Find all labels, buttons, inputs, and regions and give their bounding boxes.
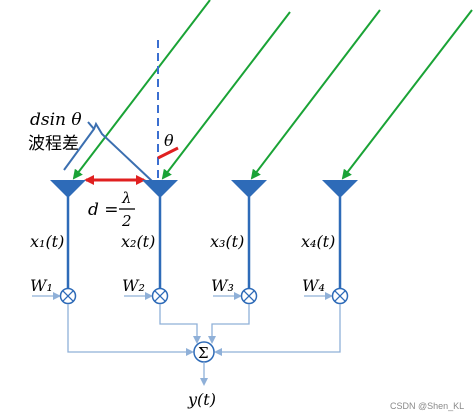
spacing-two: 2 [121,212,132,230]
summation-symbol: Σ [198,344,209,362]
signal-label-x2: x₂(t) [121,232,155,251]
antenna-element-1 [50,180,86,198]
multiplier-3 [240,287,258,305]
weight-label-w4: W₄ [302,276,325,295]
signal-label-x3: x₃(t) [210,232,244,251]
antenna-element-4 [322,180,358,198]
path-difference-bracket [63,121,153,182]
signal-label-x1: x₁(t) [30,232,64,251]
incident-ray-4 [341,9,473,180]
spacing-lambda: λ [121,189,132,207]
antenna-element-2 [142,180,178,198]
path-difference-brace-tip [87,121,95,130]
output-label: y(t) [187,390,216,409]
signal-label-x4: x₄(t) [301,232,335,251]
theta-angle-marker [157,146,179,160]
antenna-element-3 [231,180,267,198]
weight-label-w2: W₂ [122,276,145,295]
multiplier-2 [151,287,169,305]
path-diff-text: 波程差 [28,134,79,154]
incident-ray-2 [161,11,291,180]
route-line-4 [214,304,341,356]
spacing-lhs: d = [88,200,119,220]
incident-ray-3 [250,9,381,180]
incident-ray-1 [72,0,211,180]
route-line-2 [159,304,201,344]
watermark: CSDN @Shen_KL [390,401,464,411]
multiplier-4 [331,287,349,305]
route-line-1 [67,304,194,356]
route-line-3 [208,304,250,344]
weight-label-w1: W₁ [30,276,53,295]
path-diff-formula: dsin θ [30,110,82,130]
multiplier-1 [59,287,77,305]
theta-label: θ [164,131,174,150]
weight-label-w3: W₃ [211,276,234,295]
